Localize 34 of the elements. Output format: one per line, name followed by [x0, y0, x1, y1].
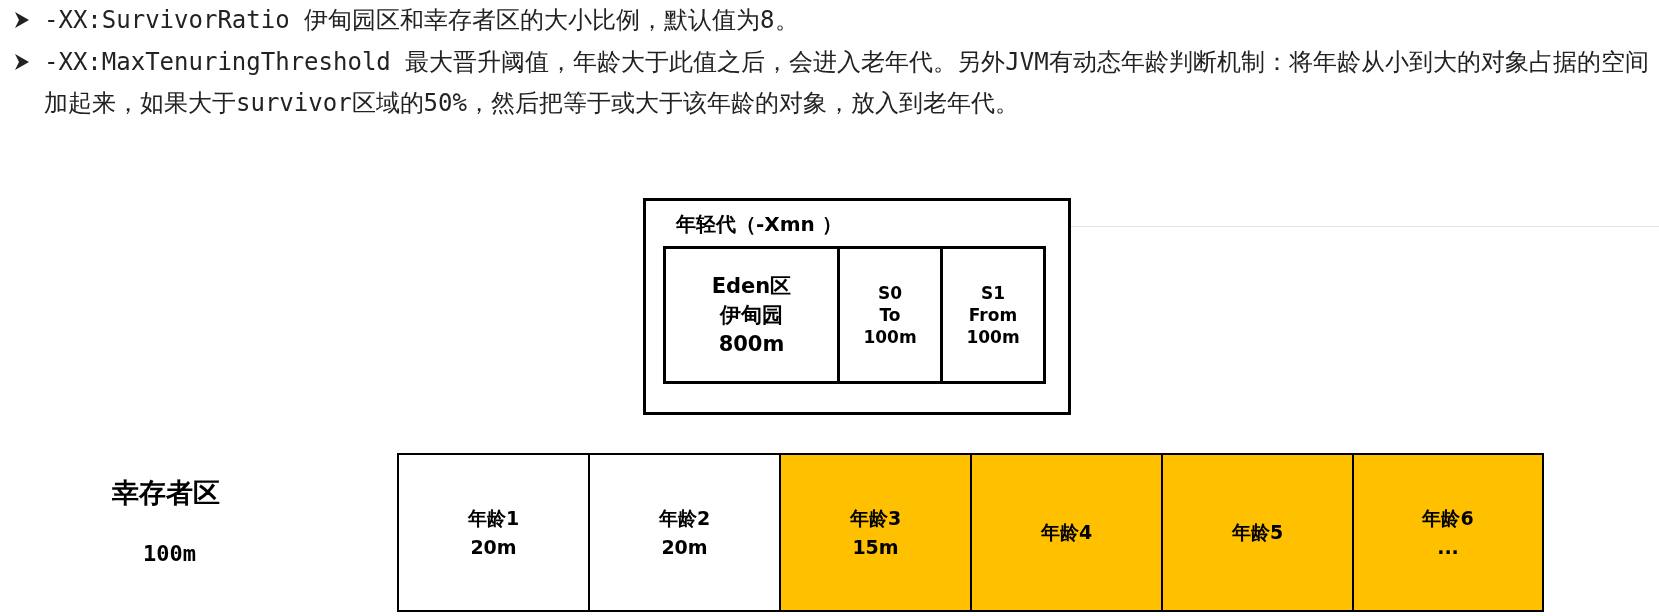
memory-region-box	[588, 453, 781, 612]
region-label: 100m	[863, 326, 917, 348]
region-label: 年龄3	[849, 505, 902, 531]
memory-region-box	[663, 246, 840, 384]
memory-region-box	[970, 453, 1163, 612]
bullet-text: -XX:SurvivorRatio 伊甸园区和幸存者区的大小比例，默认值为8。	[44, 5, 800, 36]
bullet-text: -XX:MaxTenuringThreshold 最大晋升阈值，年龄大于此值之后，会进入老年代。另外JVM有动态年龄判断机制：将年龄从小到大的对象占据的空间加起来，如果大于survivor区域的50%，然后把等于或大于该年龄的对象，放入到老年代。	[44, 47, 1650, 119]
region-label: ...	[1437, 534, 1459, 560]
region-label: 年龄5	[1231, 520, 1284, 545]
region-label: 年龄1	[467, 505, 520, 531]
region-label: 100m	[966, 326, 1020, 348]
young-generation-box	[643, 198, 1071, 415]
region-label: 20m	[661, 534, 708, 560]
region-label: To	[879, 304, 901, 326]
region-label: 800m	[718, 330, 785, 358]
region-label: Eden区	[711, 272, 792, 300]
region-title: 年轻代（-Xmn ）	[676, 211, 842, 238]
region-label: From	[968, 304, 1018, 326]
memory-region-box	[397, 453, 590, 612]
region-label: 年龄2	[658, 505, 711, 531]
region-label: 年龄6	[1422, 505, 1474, 531]
memory-region-box	[940, 246, 1046, 384]
memory-region-box	[1161, 453, 1354, 612]
region-label: 年龄4	[1040, 520, 1093, 545]
region-label: 幸存者区	[112, 476, 220, 510]
size-label: 100m	[143, 541, 196, 566]
region-label: 伊甸园	[720, 301, 783, 329]
memory-region-box	[1352, 453, 1544, 612]
memory-region-box	[837, 246, 943, 384]
region-label: 20m	[470, 534, 517, 560]
region-label: S0	[877, 282, 903, 304]
region-label: S1	[980, 282, 1006, 304]
region-label: 15m	[852, 534, 899, 560]
memory-region-box	[779, 453, 972, 612]
